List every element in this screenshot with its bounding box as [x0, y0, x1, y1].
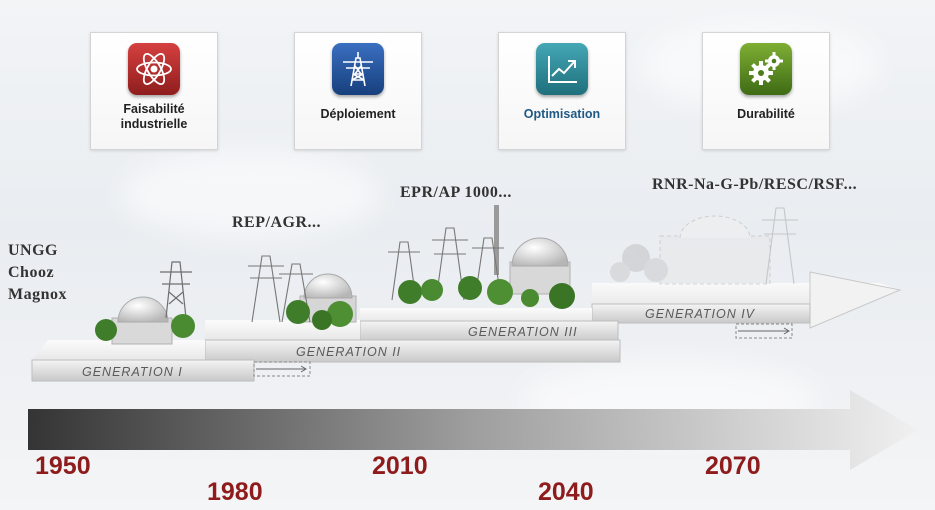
phase-card-optimisation: Optimisation [498, 32, 626, 150]
phase-card-feasibility: Faisabilité industrielle [90, 32, 218, 150]
gen2-reactors-label: REP/AGR... [232, 214, 321, 231]
generation-iv-label: GENERATION IV [645, 307, 756, 321]
generation-iii-label: GENERATION III [468, 325, 578, 339]
year-label: 2040 [538, 478, 594, 506]
reactor-type: Magnox [8, 286, 67, 303]
year-label: 1950 [35, 452, 91, 480]
year-label: 2010 [372, 452, 428, 480]
generation-i-platform: GENERATION I [31, 340, 311, 382]
phase-label-line: Faisabilité [123, 102, 185, 116]
phase-label-durability: Durabilité [737, 107, 795, 121]
generation-iv-platform: GENERATION IV [591, 271, 902, 339]
gears-icon [740, 43, 792, 95]
gen3-reactors-label: EPR/AP 1000... [400, 184, 512, 201]
growth-chart-icon [536, 43, 588, 95]
year-label: 1980 [207, 478, 263, 506]
gen4-reactors-label: RNR-Na-G-Pb/RESC/RSF... [652, 176, 858, 193]
gen4-plant-illustration [610, 207, 798, 285]
pylon-icon [332, 43, 384, 95]
gen1-reactors-label: UNGG Chooz Magnox [8, 240, 67, 306]
phase-card-deployment: Déploiement [294, 32, 422, 150]
year-label: 2070 [705, 452, 761, 480]
phase-label-optimisation: Optimisation [523, 107, 601, 121]
gen3-plant-illustration [388, 205, 575, 309]
generation-ii-label: GENERATION II [296, 345, 401, 359]
phase-card-durability: Durabilité [702, 32, 830, 150]
background-cloud [120, 150, 380, 240]
reactor-type: UNGG [8, 242, 58, 259]
generation-i-label: GENERATION I [82, 365, 183, 379]
phase-label-deployment: Déploiement [320, 107, 396, 121]
atom-icon [128, 43, 180, 95]
reactor-type: Chooz [8, 264, 55, 281]
generation-iii-platform: GENERATION III [359, 308, 619, 357]
gen2-plant-illustration [248, 255, 357, 330]
gen1-plant-illustration [95, 261, 195, 345]
phase-label-feasibility: Faisabilité industrielle [91, 102, 217, 132]
timeline-arrow [28, 390, 918, 470]
phase-label-line: industrielle [120, 117, 188, 131]
